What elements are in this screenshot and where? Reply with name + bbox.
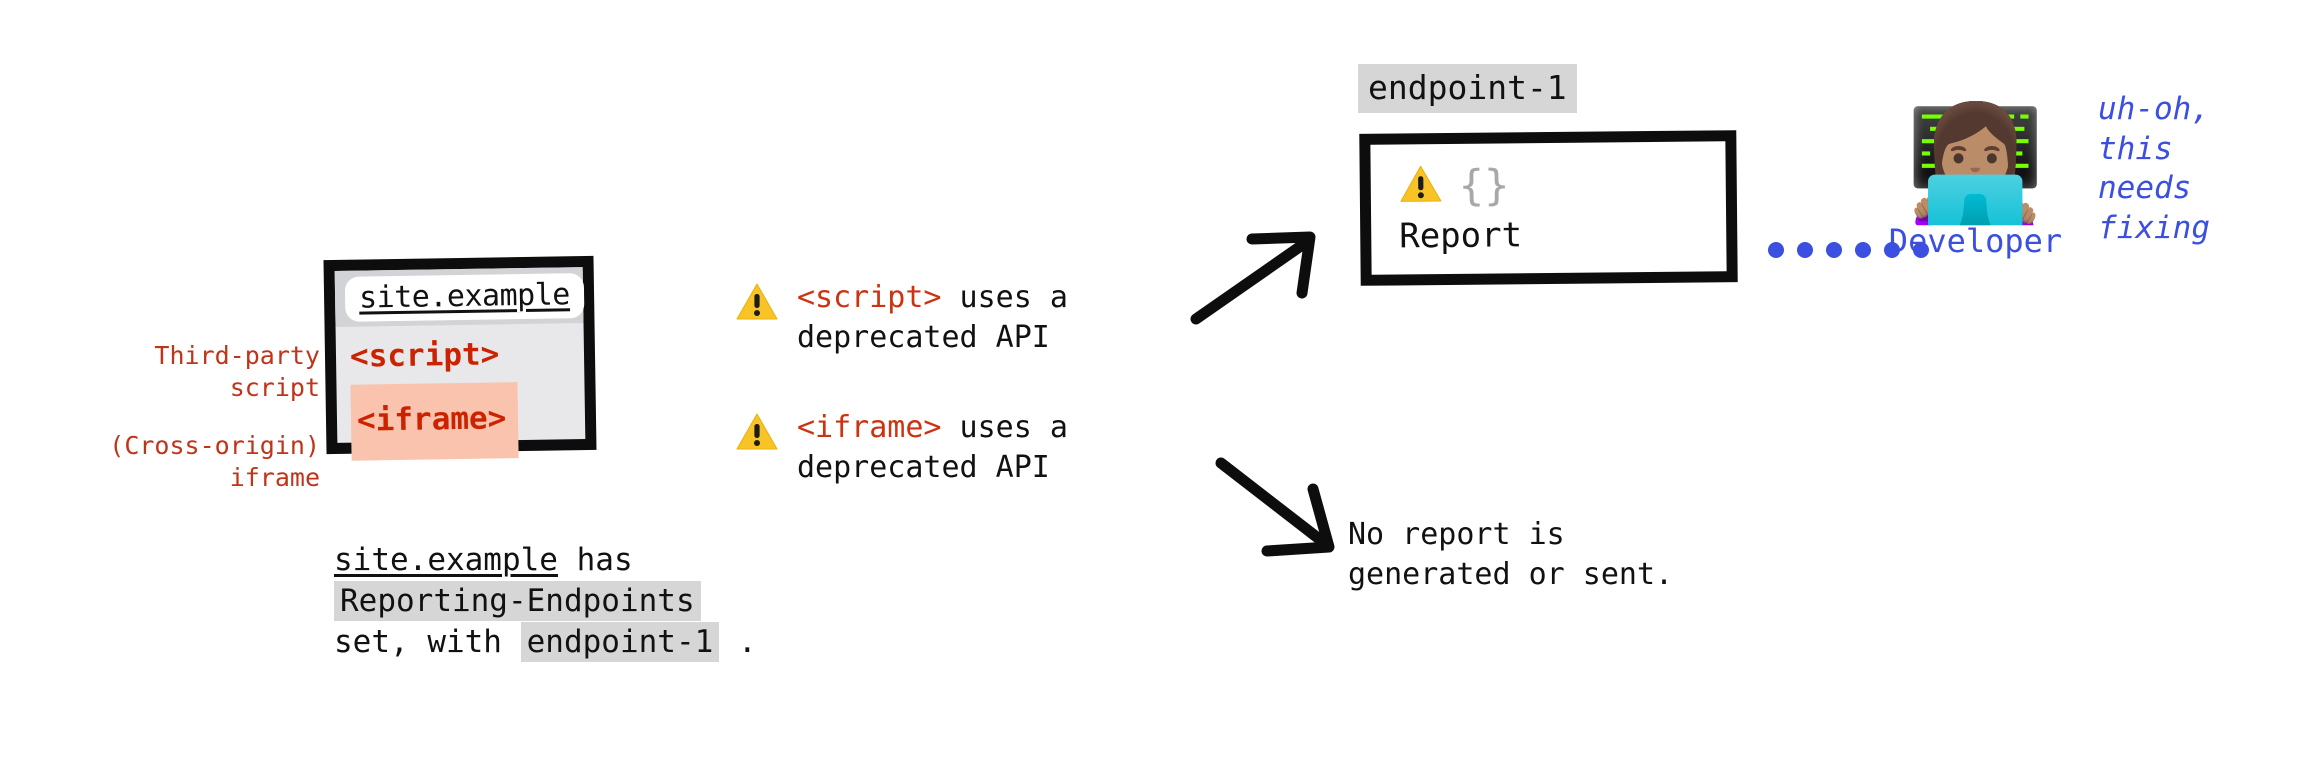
- warning-line-1: <iframe> uses a: [797, 410, 1068, 445]
- warning-triangle-icon: [735, 410, 779, 458]
- warning-triangle-icon: [735, 280, 779, 328]
- warning-row-script: <script> uses a deprecated API: [735, 278, 1068, 358]
- caption-line-3: set, with endpoint-1 .: [334, 622, 757, 663]
- annotation-line: iframe: [229, 463, 320, 492]
- arrow-to-no-report-icon: [1215, 455, 1355, 569]
- woman-technologist-icon: 👩🏽‍💻: [1905, 99, 2046, 229]
- caption-line-1: site.example has: [334, 540, 757, 581]
- browser-caption: site.example has Reporting-Endpoints set…: [334, 540, 757, 664]
- report-label: Report: [1399, 215, 1523, 257]
- connector-dot: [1768, 242, 1784, 258]
- warning-rest: uses a: [941, 280, 1068, 315]
- caption-period: .: [719, 624, 757, 661]
- browser-content: <script> <iframe>: [336, 323, 586, 461]
- caption-has: has: [557, 542, 633, 578]
- code-line-script: <script>: [349, 336, 500, 375]
- developer-figure: 👩🏽‍💻 Developer: [1888, 108, 2063, 260]
- connector-dot: [1797, 242, 1813, 258]
- endpoint-icon-row: {}: [1399, 159, 1726, 210]
- caption-line-2: Reporting-Endpoints: [334, 581, 757, 622]
- connector-dot: [1855, 242, 1871, 258]
- warning-text-script: <script> uses a deprecated API: [797, 278, 1068, 358]
- browser-window: site.example <script> <iframe>: [323, 255, 597, 461]
- warning-tag: <script>: [797, 280, 942, 315]
- speech-line: uh-oh,: [2098, 91, 2210, 127]
- annotation-line: (Cross-origin): [109, 431, 320, 460]
- annotation-cross-origin-iframe: (Cross-origin) iframe: [40, 430, 320, 494]
- developer-label: Developer: [1888, 222, 2063, 260]
- warning-line-2: deprecated API: [797, 449, 1050, 485]
- browser-window-wrapper: site.example <script> <iframe>: [323, 255, 697, 461]
- warning-text-iframe: <iframe> uses a deprecated API: [797, 408, 1068, 488]
- endpoint-chip-label: endpoint-1: [1358, 64, 1577, 113]
- caption-set-with: set, with: [334, 624, 521, 661]
- annotation-third-party-script: Third-party script: [40, 340, 320, 404]
- warning-row-iframe: <iframe> uses a deprecated API: [735, 408, 1068, 488]
- connector-dot: [1826, 242, 1842, 258]
- caption-header-chip: Reporting-Endpoints: [334, 581, 701, 622]
- dotted-connector: [1768, 242, 1929, 258]
- caption-endpoint-chip: endpoint-1: [520, 622, 720, 663]
- connector-dot: [1913, 242, 1929, 258]
- side-annotations: Third-party script (Cross-origin) iframe: [40, 340, 320, 494]
- address-bar[interactable]: site.example: [344, 272, 585, 322]
- annotation-line: Third-party: [154, 341, 320, 370]
- endpoint-box-content: {} Report: [1370, 141, 1726, 256]
- warning-tag: <iframe>: [797, 410, 942, 445]
- developer-speech-text: uh-oh, this needs fixing: [2098, 90, 2210, 249]
- code-line-iframe: <iframe>: [350, 382, 519, 461]
- warning-line-1: <script> uses a: [797, 280, 1068, 315]
- annotation-line: script: [229, 373, 320, 402]
- json-braces-icon: {}: [1458, 160, 1510, 210]
- caption-site-name: site.example: [334, 542, 558, 578]
- endpoint-report-box: {} Report: [1359, 130, 1738, 286]
- arrow-to-endpoint-icon: [1190, 215, 1330, 329]
- warning-rest: uses a: [941, 410, 1068, 445]
- no-report-line-2: generated or sent.: [1348, 556, 1674, 592]
- browser-chrome: site.example: [334, 267, 585, 327]
- warning-line-2: deprecated API: [797, 319, 1050, 355]
- speech-line: this: [2098, 130, 2173, 167]
- connector-dot: [1884, 242, 1900, 258]
- speech-line: needs: [2098, 170, 2192, 207]
- warning-triangle-icon: [1399, 162, 1443, 210]
- no-report-text: No report is generated or sent.: [1348, 515, 1673, 595]
- no-report-line-1: No report is: [1348, 517, 1565, 552]
- speech-line: fixing: [2098, 210, 2210, 247]
